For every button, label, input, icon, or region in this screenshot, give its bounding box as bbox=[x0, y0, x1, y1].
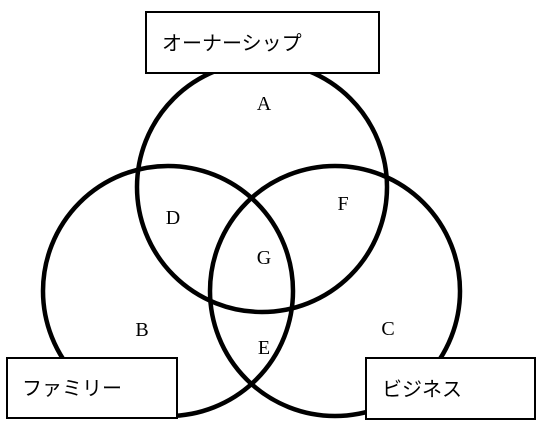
region-e-label: E bbox=[258, 337, 270, 359]
family-label: ファミリー bbox=[22, 376, 122, 400]
business-label: ビジネス bbox=[382, 377, 462, 401]
region-a-label: A bbox=[257, 93, 272, 115]
region-c-label: C bbox=[381, 318, 394, 340]
region-b-label: B bbox=[135, 319, 148, 341]
region-f-label: F bbox=[337, 193, 348, 215]
ownership-label: オーナーシップ bbox=[162, 31, 302, 55]
region-g-label: G bbox=[257, 247, 271, 269]
family-label-box: ファミリー bbox=[6, 357, 178, 419]
ownership-label-box: オーナーシップ bbox=[145, 11, 380, 74]
region-d-label: D bbox=[166, 207, 180, 229]
business-circle bbox=[207, 163, 463, 419]
business-label-box: ビジネス bbox=[365, 357, 536, 420]
